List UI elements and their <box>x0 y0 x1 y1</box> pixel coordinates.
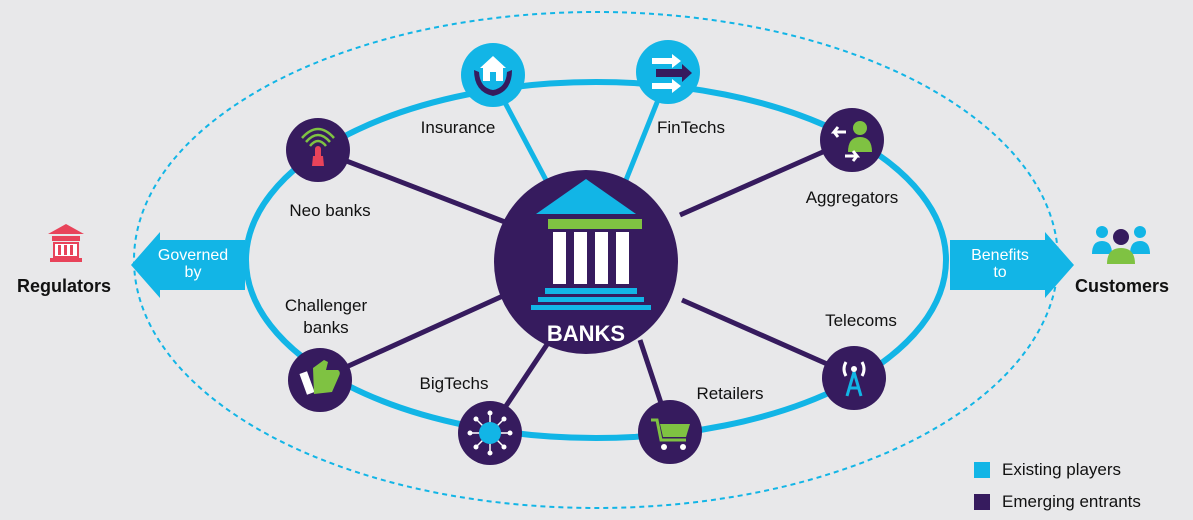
governed-by-line1: Governed <box>157 247 229 264</box>
banks-label: BANKS <box>547 321 625 346</box>
spoke-neobanks <box>317 147 506 225</box>
thumbs-up-icon <box>299 360 340 395</box>
node-bigtechs <box>458 401 522 465</box>
label-bigtechs: BigTechs <box>419 374 489 393</box>
legend-existing: Existing players <box>974 460 1121 480</box>
legend-emerging: Emerging entrants <box>974 492 1141 512</box>
node-challenger <box>288 348 352 412</box>
antenna-icon <box>842 361 866 397</box>
cart-icon <box>651 418 690 450</box>
regulators-title: Regulators <box>16 276 112 296</box>
benefits-to-line2: to <box>993 264 1007 281</box>
legend-existing-label: Existing players <box>1002 460 1122 479</box>
benefits-to-line1: Benefits <box>971 247 1029 264</box>
label-fintechs: FinTechs <box>656 118 726 137</box>
spoke-challenger <box>320 292 507 381</box>
benefits-to-arrow <box>950 232 1074 298</box>
governed-by-arrow <box>131 232 245 298</box>
arrows-icon <box>652 54 692 93</box>
legend-emerging-label: Emerging entrants <box>1002 492 1141 511</box>
label-challenger-line2: banks <box>303 318 349 337</box>
legend-emerging-swatch <box>974 494 990 510</box>
governed-by-text: Governed by <box>158 247 228 281</box>
node-telecoms <box>822 346 886 410</box>
label-challenger: Challenger banks <box>285 295 367 339</box>
people-group-icon <box>1092 226 1150 264</box>
label-telecoms: Telecoms <box>825 311 897 330</box>
label-neobanks: Neo banks <box>289 201 371 220</box>
node-fintechs <box>636 40 700 104</box>
customers-title: Customers <box>1074 276 1170 296</box>
label-aggregators: Aggregators <box>805 188 899 207</box>
user-exchange-icon <box>830 121 872 162</box>
node-neobanks <box>286 118 350 182</box>
node-insurance <box>461 43 525 107</box>
node-aggregators <box>820 108 884 172</box>
benefits-to-text: Benefits to <box>971 247 1029 281</box>
bank-building-icon <box>48 224 84 262</box>
spoke-aggregators <box>678 137 852 218</box>
label-challenger-line1: Challenger <box>284 296 368 315</box>
node-retailers <box>638 400 702 464</box>
spoke-telecoms <box>680 297 854 378</box>
legend-existing-swatch <box>974 462 990 478</box>
label-retailers: Retailers <box>696 384 764 403</box>
governed-by-line2: by <box>184 264 202 281</box>
inner-ellipse <box>243 79 949 441</box>
label-insurance: Insurance <box>420 118 496 137</box>
network-globe-icon <box>467 410 513 456</box>
house-hands-icon <box>474 56 512 96</box>
touch-signal-icon <box>301 127 335 166</box>
bank-building-center-icon <box>531 179 651 310</box>
